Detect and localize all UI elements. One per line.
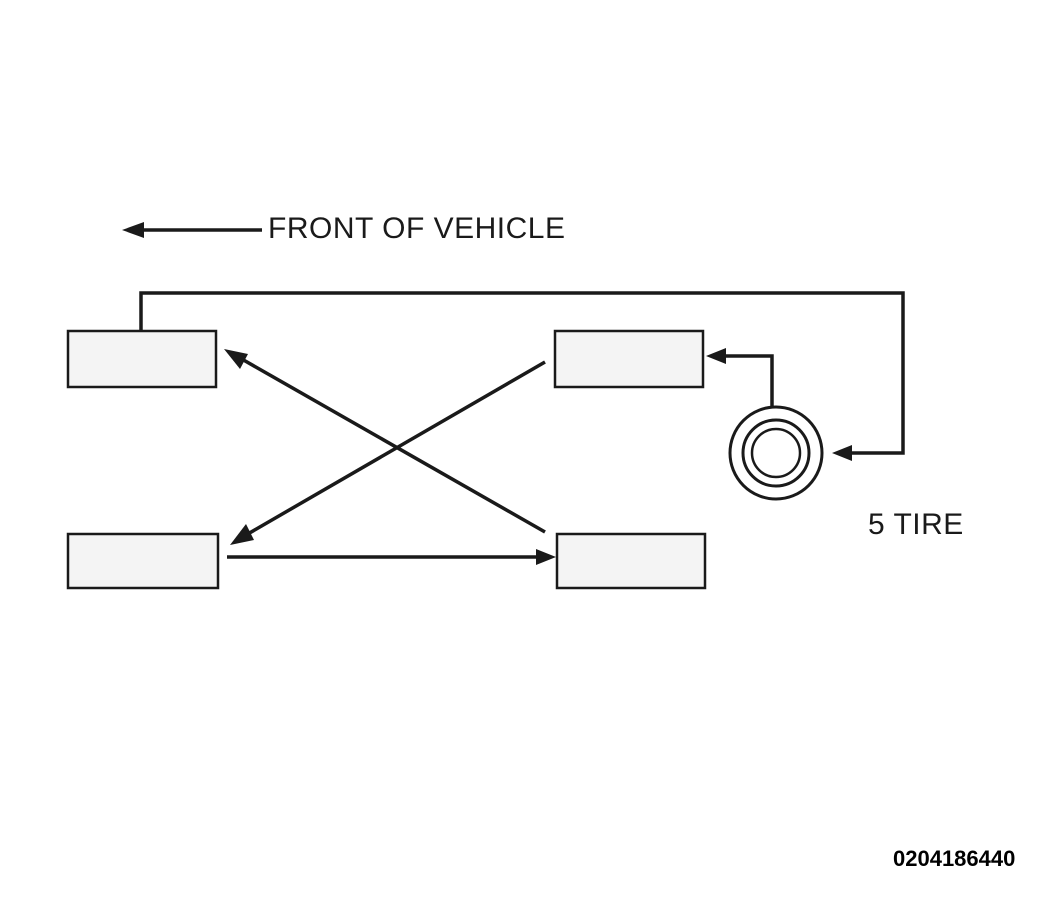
route-right-front-to-right-rear — [227, 549, 556, 565]
spare-tire-icon — [728, 405, 824, 501]
route-left-rear-to-right-front — [230, 360, 546, 545]
front-of-vehicle-label: FRONT OF VEHICLE — [268, 212, 566, 245]
front-direction-arrow — [122, 222, 262, 238]
left-rear-tire — [553, 329, 705, 389]
right-rear-tire — [555, 532, 707, 590]
route-spare-to-left-rear — [706, 348, 774, 407]
figure-id: 0204186440 — [893, 846, 1016, 871]
spare-tire-label: 5 TIRE — [868, 508, 964, 541]
route-left-front-to-spare — [139, 291, 905, 461]
route-right-rear-to-left-front — [224, 349, 546, 534]
left-front-tire — [66, 329, 218, 389]
right-front-tire — [66, 532, 220, 590]
